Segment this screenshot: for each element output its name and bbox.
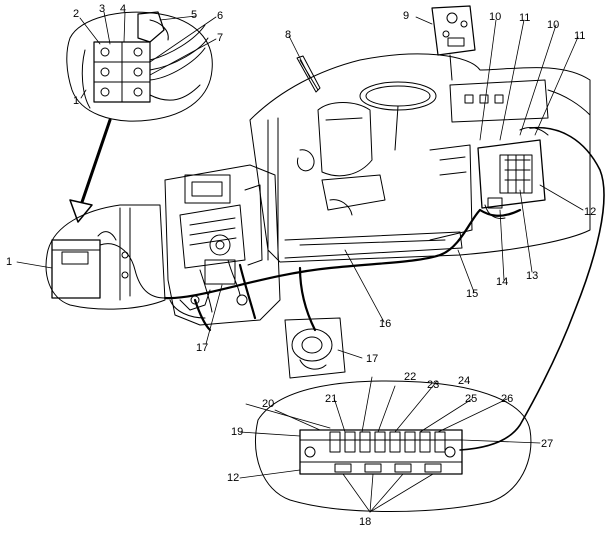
main-wiring-harness <box>163 126 605 451</box>
callout-16: 16 <box>379 318 391 330</box>
callout-12-block: 12 <box>227 472 239 484</box>
callout-1-battery: 1 <box>6 256 12 268</box>
fuse-slots <box>329 431 446 473</box>
callout-9: 9 <box>403 10 409 22</box>
starter-motor <box>284 317 346 379</box>
switch-panel-9 <box>431 5 476 81</box>
callout-20: 20 <box>262 398 274 410</box>
callout-11-left: 11 <box>519 12 530 24</box>
callout-13: 13 <box>526 270 538 282</box>
cab-frame <box>249 53 591 263</box>
callout-23: 23 <box>427 379 439 391</box>
callout-17-engine: 17 <box>196 342 208 354</box>
callout-8: 8 <box>285 29 291 41</box>
callout-27: 27 <box>541 438 553 450</box>
callout-14: 14 <box>496 276 508 288</box>
callout-5: 5 <box>191 9 197 21</box>
fuse-block-detail <box>255 380 532 513</box>
callout-2: 2 <box>73 8 79 20</box>
callout-6: 6 <box>217 10 223 22</box>
callout-22: 22 <box>404 371 416 383</box>
callout-labels: 1 1 2 3 4 5 6 7 8 9 10 10 11 11 12 12 13… <box>6 3 596 528</box>
callout-25: 25 <box>465 393 477 405</box>
callout-26: 26 <box>501 393 513 405</box>
callout-17-starter: 17 <box>366 353 378 365</box>
callout-19: 19 <box>231 426 243 438</box>
battery-terminal-detail <box>66 11 213 122</box>
callout-18: 18 <box>359 516 371 528</box>
callout-3: 3 <box>99 3 105 15</box>
callout-4: 4 <box>120 3 126 15</box>
callout-24: 24 <box>458 375 470 387</box>
leader-lines <box>16 11 584 513</box>
callout-10-left: 10 <box>489 11 501 23</box>
callout-21: 21 <box>325 393 337 405</box>
callout-1-inset: 1 <box>73 95 79 107</box>
callout-7: 7 <box>217 32 223 44</box>
engine-assembly <box>164 164 281 326</box>
callout-12-cab: 12 <box>584 206 596 218</box>
callout-15: 15 <box>466 288 478 300</box>
callout-10-right: 10 <box>547 19 559 31</box>
detail-arrow <box>69 118 112 223</box>
callout-11-right: 11 <box>574 30 585 42</box>
battery-compartment <box>45 204 166 310</box>
cab-fuse-box <box>477 127 549 219</box>
